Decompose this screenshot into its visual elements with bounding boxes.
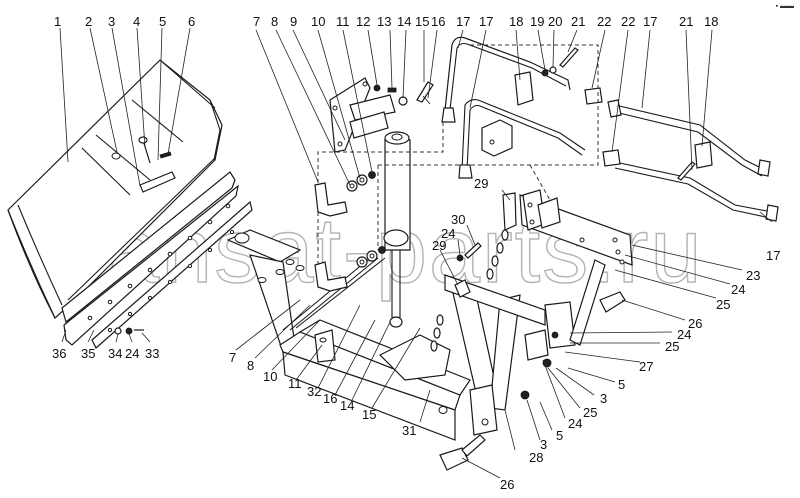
label-25a: 25 bbox=[716, 297, 730, 312]
label-26a: 26 bbox=[688, 316, 702, 331]
label-20: 20 bbox=[548, 14, 562, 29]
label-25c: 25 bbox=[583, 405, 597, 420]
label-10: 10 bbox=[311, 14, 325, 29]
label-23: 23 bbox=[746, 268, 760, 283]
label-3b: 3 bbox=[600, 391, 607, 406]
label-34: 34 bbox=[108, 346, 122, 361]
label-10b: 10 bbox=[263, 369, 277, 384]
label-18b: 18 bbox=[704, 14, 718, 29]
label-22a: 22 bbox=[597, 14, 611, 29]
label-6: 6 bbox=[188, 14, 195, 29]
label-17b: 17 bbox=[479, 14, 493, 29]
label-35: 35 bbox=[81, 346, 95, 361]
label-21b: 21 bbox=[679, 14, 693, 29]
label-3: 3 bbox=[108, 14, 115, 29]
label-4: 4 bbox=[133, 14, 140, 29]
label-16b: 16 bbox=[323, 391, 337, 406]
label-18a: 18 bbox=[509, 14, 523, 29]
label-2: 2 bbox=[85, 14, 92, 29]
label-13: 13 bbox=[377, 14, 391, 29]
hoses bbox=[441, 36, 779, 222]
label-7b: 7 bbox=[229, 350, 236, 365]
label-8b: 8 bbox=[247, 358, 254, 373]
label-11: 11 bbox=[336, 14, 350, 29]
label-5c: 5 bbox=[556, 428, 563, 443]
label-9: 9 bbox=[290, 14, 297, 29]
label-25b: 25 bbox=[665, 339, 679, 354]
label-24d: 24 bbox=[125, 346, 139, 361]
label-5: 5 bbox=[159, 14, 166, 29]
label-17c: 17 bbox=[643, 14, 657, 29]
label-15: 15 bbox=[415, 14, 429, 29]
label-31: 31 bbox=[402, 423, 416, 438]
label-28: 28 bbox=[529, 450, 543, 465]
routing-dashes bbox=[317, 44, 599, 265]
label-22b: 22 bbox=[621, 14, 635, 29]
label-33: 33 bbox=[145, 346, 159, 361]
cylinder-bracket bbox=[329, 77, 434, 153]
label-30: 30 bbox=[451, 212, 465, 227]
label-11b: 11 bbox=[288, 376, 302, 391]
label-12: 12 bbox=[356, 14, 370, 29]
edge-holes bbox=[87, 203, 235, 333]
label-17a: 17 bbox=[456, 14, 470, 29]
label-15b: 15 bbox=[362, 407, 376, 422]
label-29b: 29 bbox=[432, 238, 446, 253]
label-36: 36 bbox=[52, 346, 66, 361]
label-7: 7 bbox=[253, 14, 260, 29]
mount-plate bbox=[430, 189, 633, 471]
label-16: 16 bbox=[431, 14, 445, 29]
cutting-edges bbox=[61, 171, 253, 349]
label-29a: 29 bbox=[474, 176, 488, 191]
label-32: 32 bbox=[307, 384, 321, 399]
part-labels: 1 2 3 4 5 6 7 8 9 10 11 12 13 14 15 16 1… bbox=[52, 14, 780, 492]
label-17d: 17 bbox=[766, 248, 780, 263]
hydraulic-cylinder bbox=[383, 131, 411, 328]
label-8: 8 bbox=[271, 14, 278, 29]
label-14: 14 bbox=[397, 14, 411, 29]
label-21a: 21 bbox=[571, 14, 585, 29]
label-27: 27 bbox=[639, 359, 653, 374]
label-14b: 14 bbox=[340, 398, 354, 413]
label-3c: 3 bbox=[540, 437, 547, 452]
label-19: 19 bbox=[530, 14, 544, 29]
label-24c: 24 bbox=[568, 416, 582, 431]
corner-mark: ▪ ▬▬ bbox=[775, 3, 794, 10]
label-1: 1 bbox=[54, 14, 61, 29]
label-24b: 24 bbox=[677, 327, 691, 342]
label-26b: 26 bbox=[500, 477, 514, 492]
label-24e: 24 bbox=[441, 226, 455, 241]
fittings-left bbox=[314, 171, 386, 292]
label-24a: 24 bbox=[731, 282, 745, 297]
leader-lines bbox=[59, 27, 773, 479]
label-5b: 5 bbox=[618, 377, 625, 392]
